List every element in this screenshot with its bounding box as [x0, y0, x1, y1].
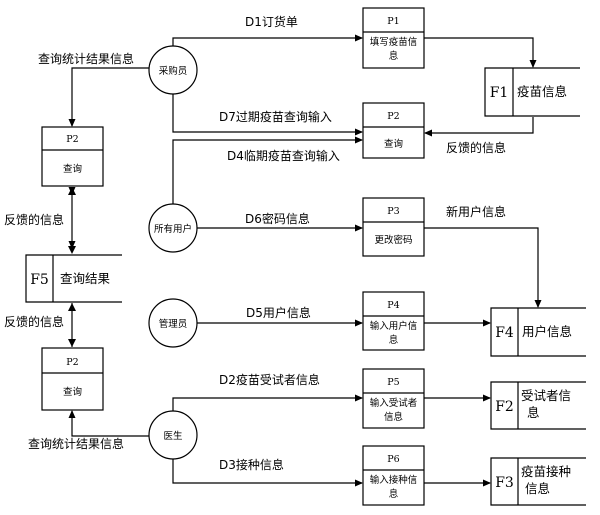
process-p3-id: P3	[387, 206, 399, 217]
entity-doctor[interactable]: 医生	[148, 410, 198, 460]
flow-d1-line	[172, 34, 363, 46]
process-p5-name-line1: 输入受试者	[370, 397, 418, 409]
process-p2-right[interactable]: P2 查询	[362, 102, 425, 159]
process-p2-left-top-name: 查询	[63, 163, 82, 175]
process-p5[interactable]: P5 输入受试者 信息	[362, 368, 425, 429]
arrowhead	[68, 246, 76, 254]
process-p6-name-line1: 输入接种信	[370, 474, 418, 486]
process-p2-left-top[interactable]: P2 查询	[41, 126, 104, 187]
process-p3-name: 更改密码	[374, 234, 412, 246]
entity-all-users[interactable]: 所有用户	[148, 203, 198, 253]
flow-d7-label: D7过期疫苗查询输入	[219, 109, 332, 124]
process-p4-id: P4	[387, 300, 399, 311]
process-p2-left-bottom-name: 查询	[63, 386, 82, 398]
store-f3[interactable]: F3 疫苗接种 信息	[490, 457, 586, 506]
entity-admin[interactable]: 管理员	[148, 298, 198, 348]
process-p2-right-id: P2	[387, 111, 399, 122]
arrowhead	[68, 303, 76, 311]
process-p2-right-name: 查询	[384, 138, 403, 150]
arrowhead	[68, 339, 76, 347]
flow-d5-label: D5用户信息	[246, 305, 311, 320]
process-p5-name-line2: 信息	[384, 411, 403, 423]
process-p1-name-line1: 填写疫苗信	[370, 36, 418, 48]
store-f4[interactable]: F4 用户信息	[490, 307, 586, 357]
flow-d6-label: D6密码信息	[245, 211, 310, 226]
arrowhead	[68, 187, 76, 195]
process-p2-left-top-id: P2	[66, 134, 78, 145]
process-p6-id: P6	[387, 454, 399, 465]
flow-query-result-top-label: 查询统计结果信息	[38, 51, 134, 66]
process-p6[interactable]: P6 输入接种信 息	[362, 445, 425, 506]
flow-d2-line	[172, 394, 363, 411]
entity-doctor-label: 医生	[163, 430, 183, 442]
flow-query-result-bottom-label: 查询统计结果信息	[28, 436, 124, 451]
entity-admin-label: 管理员	[159, 318, 188, 330]
store-f3-id: F3	[495, 475, 514, 491]
entity-all-users-label: 所有用户	[154, 223, 192, 235]
store-f2-name-line2: 息	[527, 405, 540, 420]
flow-d3-label: D3接种信息	[219, 457, 284, 472]
flow-d4-line	[172, 136, 363, 204]
store-f3-name-line1: 疫苗接种	[521, 464, 571, 479]
process-p4-name-line2: 息	[389, 334, 399, 346]
store-f1-name: 疫苗信息	[517, 84, 567, 99]
flow-p1-f1-line	[424, 37, 537, 68]
process-p1-name-line2: 息	[389, 50, 399, 62]
process-p2-left-bottom-id: P2	[66, 357, 78, 368]
process-p1-id: P1	[387, 16, 399, 27]
store-f1-id: F1	[490, 85, 509, 101]
process-p4-name-line1: 输入用户信	[370, 320, 418, 332]
store-f5[interactable]: F5 查询结果	[25, 254, 122, 303]
flow-new-user-line	[424, 227, 542, 308]
store-f1[interactable]: F1 疫苗信息	[484, 67, 580, 117]
flow-feedback-left-top-label: 反馈的信息	[4, 212, 64, 227]
flow-query-result-bottom-line	[68, 410, 149, 437]
store-f5-id: F5	[30, 272, 49, 288]
process-p6-name-line2: 息	[389, 488, 399, 500]
entity-buyer-label: 采购员	[159, 65, 188, 77]
flow-feedback-right-line	[424, 117, 534, 137]
flow-feedback-left-bottom-label: 反馈的信息	[4, 314, 64, 329]
flow-new-user-label: 新用户信息	[446, 204, 506, 219]
flow-d2-label: D2疫苗受试者信息	[219, 372, 320, 387]
store-f2-name-line1: 受试者信	[521, 388, 571, 403]
process-p5-id: P5	[387, 377, 399, 388]
process-p1[interactable]: P1 填写疫苗信 息	[362, 7, 425, 69]
flow-query-result-top-line	[68, 67, 149, 127]
store-f4-name: 用户信息	[522, 324, 572, 339]
store-f3-name-line2: 信息	[525, 481, 550, 496]
flow-d7-line	[172, 94, 363, 136]
store-f2-id: F2	[495, 399, 514, 415]
flow-d4-label: D4临期疫苗查询输入	[227, 148, 340, 163]
entity-buyer[interactable]: 采购员	[148, 45, 198, 95]
store-f5-name: 查询结果	[60, 271, 111, 286]
flow-d1-label: D1订货单	[245, 14, 298, 29]
process-p4[interactable]: P4 输入用户信 息	[362, 291, 425, 351]
flow-feedback-right-label: 反馈的信息	[446, 140, 506, 155]
store-f4-id: F4	[495, 325, 514, 341]
process-p3[interactable]: P3 更改密码	[362, 197, 425, 257]
store-f2[interactable]: F2 受试者信 息	[490, 381, 586, 430]
flow-d3-line	[172, 459, 363, 487]
process-p2-left-bottom[interactable]: P2 查询	[41, 347, 104, 411]
